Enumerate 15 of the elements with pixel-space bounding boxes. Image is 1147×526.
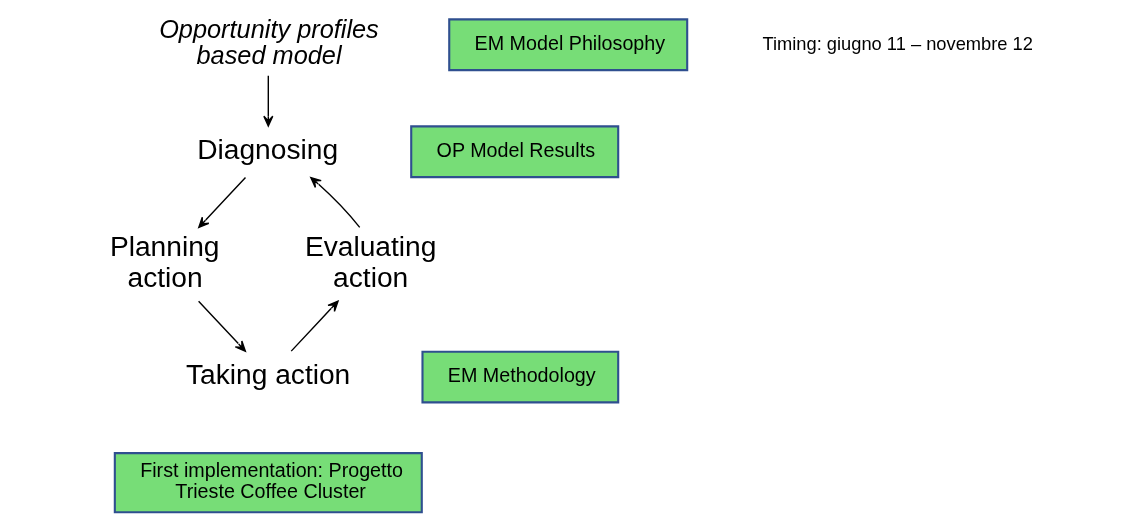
arrow: [290, 300, 339, 352]
arrow: [263, 75, 274, 127]
node-text: Evaluating action: [304, 230, 437, 293]
node-box: EM Methodology: [421, 350, 620, 404]
node-box: First implementation: Progetto Trieste Coffee Cluster: [113, 452, 423, 514]
arrow: [310, 176, 361, 229]
arrow: [198, 176, 247, 229]
node-text: Taking action: [185, 359, 351, 391]
node-text: Opportunity profiles based model: [159, 15, 379, 69]
node-box: EM Model Philosophy: [448, 18, 689, 72]
node-text: Diagnosing: [197, 133, 339, 165]
label: Timing: giugno 11 – novembre 12: [762, 32, 1033, 54]
node-text: Planning action: [109, 230, 220, 293]
arrow: [197, 300, 247, 352]
node-box: OP Model Results: [410, 125, 620, 179]
